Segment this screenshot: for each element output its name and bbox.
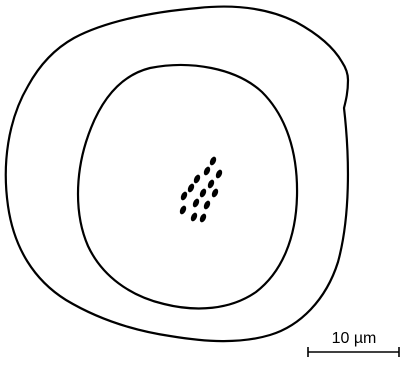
scale-bar bbox=[308, 347, 399, 357]
granule bbox=[187, 183, 196, 194]
granule bbox=[179, 205, 188, 216]
granule-cluster bbox=[179, 156, 224, 224]
granule bbox=[203, 200, 212, 211]
granule bbox=[199, 213, 208, 224]
granule bbox=[211, 188, 220, 199]
granule bbox=[180, 191, 189, 202]
scale-bar-label: 10 µm bbox=[308, 330, 400, 348]
granule bbox=[207, 179, 216, 190]
granule bbox=[209, 156, 218, 167]
granule bbox=[192, 198, 201, 209]
inner-membrane bbox=[78, 65, 297, 308]
granule bbox=[215, 169, 224, 180]
granule bbox=[193, 174, 202, 185]
granule bbox=[190, 212, 199, 223]
granule bbox=[199, 188, 208, 199]
granule bbox=[203, 166, 212, 177]
